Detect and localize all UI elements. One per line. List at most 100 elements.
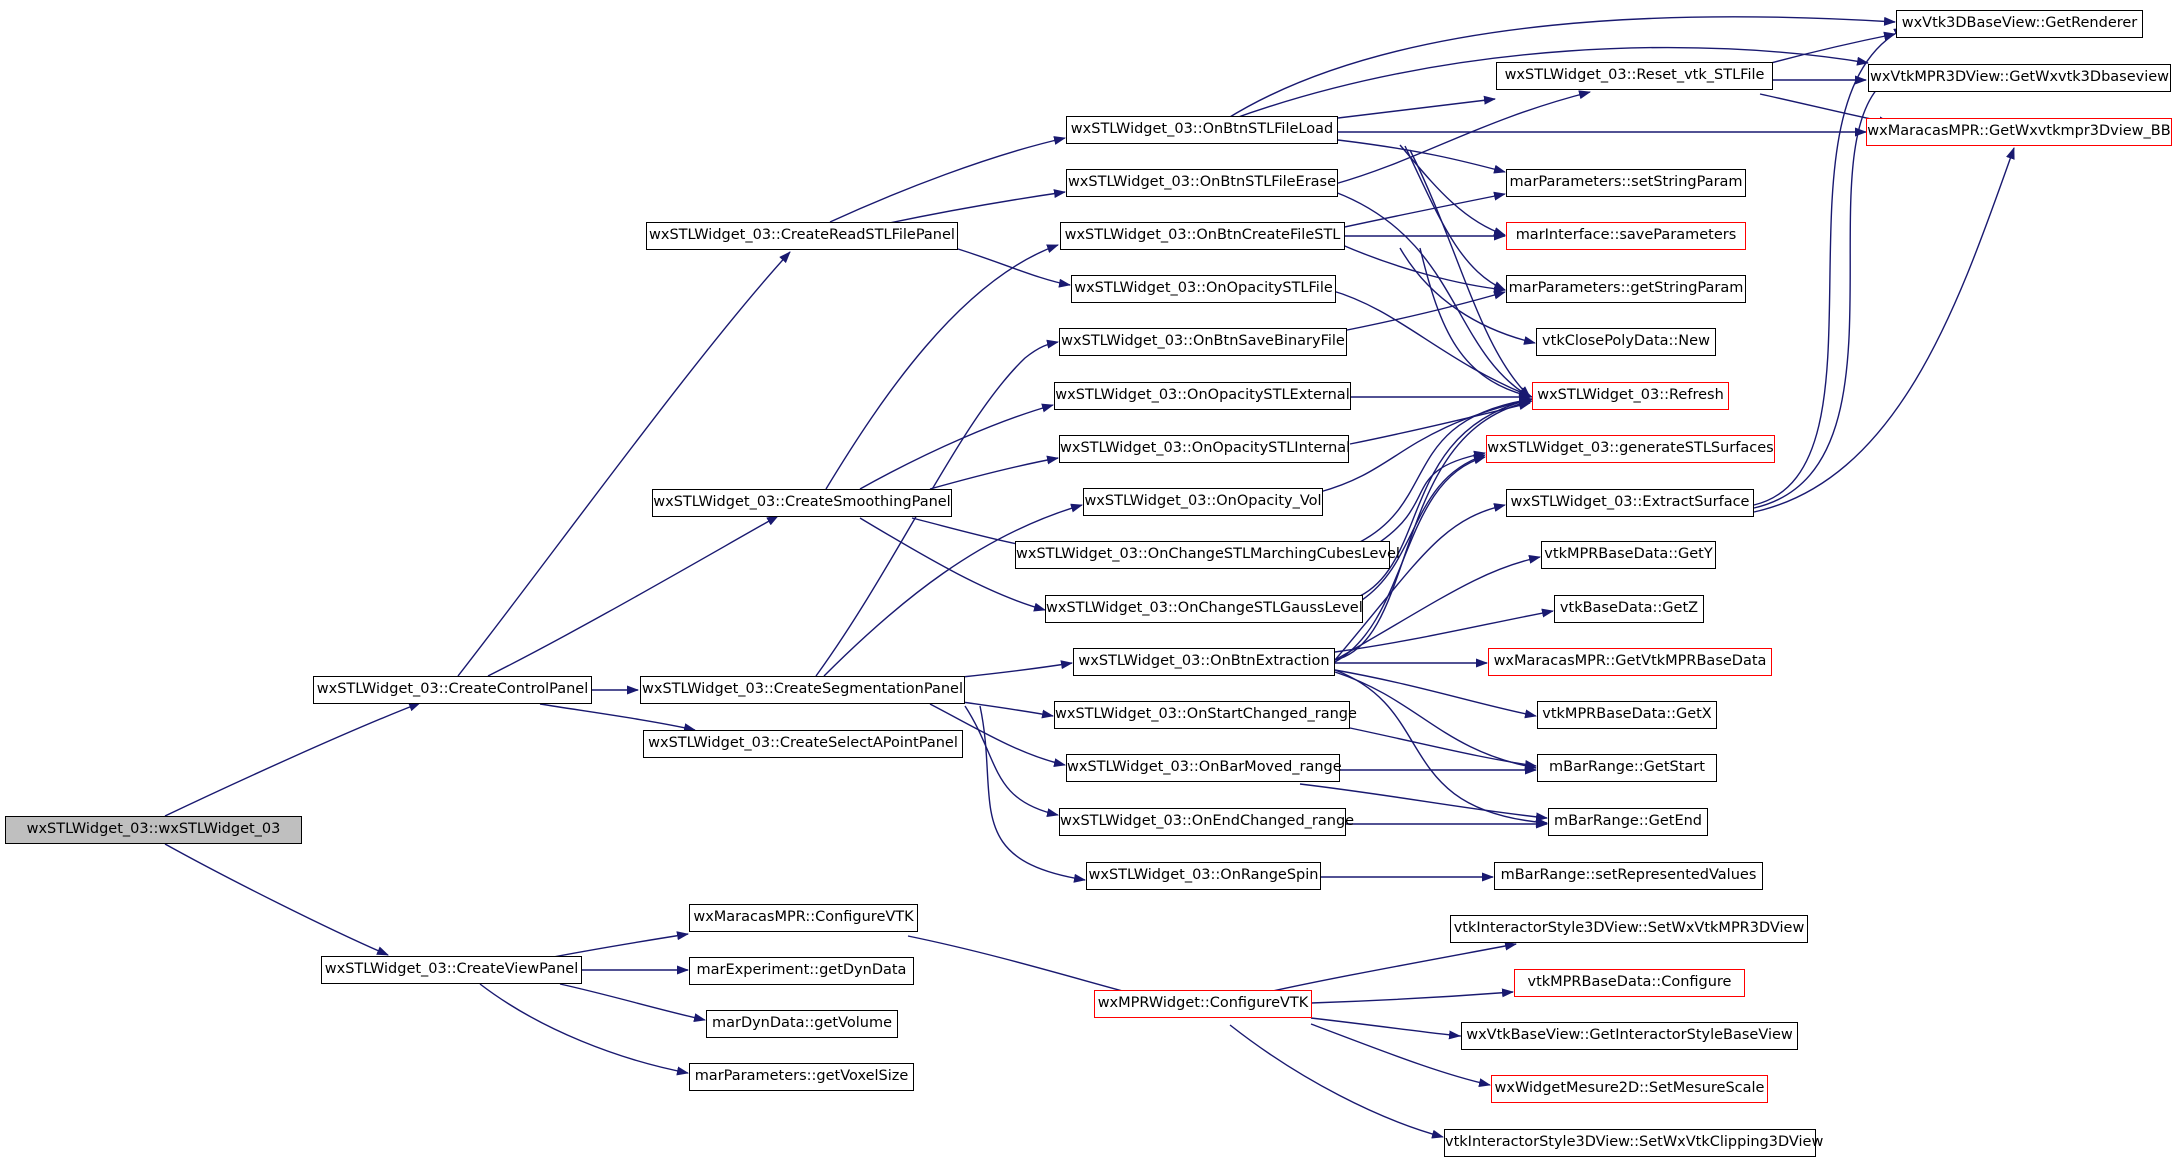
node-setwxvtkclipping3dview[interactable]: vtkInteractorStyle3DView::SetWxVtkClippi… [1444, 1129, 1823, 1157]
node-generatestlsurfaces[interactable]: wxSTLWidget_03::generateSTLSurfaces [1486, 435, 1775, 463]
node-onchangestlmarchingcubeslevel[interactable]: wxSTLWidget_03::OnChangeSTLMarchingCubes… [1015, 541, 1400, 569]
node-getrenderer[interactable]: wxVtk3DBaseView::GetRenderer [1896, 10, 2143, 38]
edge-savebinaryfile-getstringparam [1321, 290, 1506, 336]
node-mprbasedataconfigure[interactable]: vtkMPRBaseData::Configure [1514, 969, 1745, 997]
edge-resetvtkstlfile-getrenderer [1759, 31, 1896, 67]
node-getvolume[interactable]: marDynData::getVolume [706, 1010, 898, 1038]
edge-load-setstringparam [1337, 139, 1506, 174]
edge-viewpanel-mprconfigurevtk [547, 931, 689, 959]
node-extractsurface[interactable]: wxSTLWidget_03::ExtractSurface [1506, 489, 1754, 517]
node-getdyndata[interactable]: marExperiment::getDynData [689, 957, 914, 985]
node-gety[interactable]: vtkMPRBaseData::GetY [1541, 541, 1716, 569]
edge-extraction-getx [1334, 669, 1537, 719]
edge-segmentation-onbarmovedrange [929, 703, 1066, 768]
edge-createfilestl-vtkclosepolydatanew [1399, 247, 1536, 345]
edge-extractsurface-getwxvtkmpr3dviewbb [1753, 147, 2015, 513]
node-onopacitystlexternal[interactable]: wxSTLWidget_03::OnOpacitySTLExternal [1054, 382, 1351, 410]
edge-startchanged-getstart [1349, 727, 1537, 769]
edge-smoothing-onchangestlgausslevel [859, 517, 1046, 612]
node-mprconfigurevtk[interactable]: wxMaracasMPR::ConfigureVTK [689, 904, 918, 932]
node-getend[interactable]: mBarRange::GetEnd [1548, 808, 1708, 836]
node-refresh[interactable]: wxSTLWidget_03::Refresh [1532, 382, 1729, 410]
node-createviewpanel[interactable]: wxSTLWidget_03::CreateViewPanel [321, 956, 582, 984]
edge-extractsurface-getrenderer [1753, 27, 1906, 506]
edge-load-resetvtkstlfile [1337, 95, 1496, 119]
node-onopacityvol[interactable]: wxSTLWidget_03::OnOpacity_Vol [1083, 488, 1323, 516]
edge-marchingcubes-refresh [1359, 396, 1533, 543]
edge-extraction-extractsurface [1334, 503, 1506, 661]
edge-segmentation-onbtnsavebinaryfile [815, 339, 1059, 677]
node-createreadstlfilepanel[interactable]: wxSTLWidget_03::CreateReadSTLFilePanel [646, 222, 958, 250]
edge-extraction-getend [1334, 669, 1548, 827]
edge-wxmprwidget-setwxvtkclipping3dview [1229, 1024, 1444, 1139]
edge-createfilestl-setstringparam [1339, 191, 1506, 229]
node-setstringparam[interactable]: marParameters::setStringParam [1506, 169, 1746, 197]
edge-root-createcontrolpanel [164, 702, 421, 817]
node-createselectapointpanel[interactable]: wxSTLWidget_03::CreateSelectAPointPanel [643, 730, 963, 758]
edge-extraction-gety [1334, 554, 1541, 661]
edge-root-createviewpanel [164, 843, 389, 956]
edge-load-getrenderer [1224, 16, 1896, 121]
edge-extractsurface-getwxvtk3dbaseview [1753, 79, 1887, 509]
node-wxmprwidgetconfigurevtk[interactable]: wxMPRWidget::ConfigureVTK [1094, 990, 1312, 1018]
node-onbtnextraction[interactable]: wxSTLWidget_03::OnBtnExtraction [1073, 648, 1335, 676]
edge-createfilestl-refresh [1419, 247, 1533, 399]
edge-controlpanel-readstlfilepanel [457, 251, 791, 677]
edge-readpanel-onbtnstlfileload [829, 136, 1066, 223]
edge-readpanel-onopacitystlfile [957, 248, 1071, 288]
node-onbtnstlfileload[interactable]: wxSTLWidget_03::OnBtnSTLFileLoad [1066, 116, 1338, 144]
node-onbtnsavebinaryfile[interactable]: wxSTLWidget_03::OnBtnSaveBinaryFile [1059, 328, 1347, 356]
node-onendchangedrange[interactable]: wxSTLWidget_03::OnEndChanged_range [1059, 808, 1354, 836]
node-getvoxelsize[interactable]: marParameters::getVoxelSize [689, 1063, 914, 1091]
edge-gauss-generatestlsurfaces [1361, 454, 1486, 601]
node-setrepresentedvalues[interactable]: mBarRange::setRepresentedValues [1494, 862, 1763, 890]
node-onbtnstlfileerase[interactable]: wxSTLWidget_03::OnBtnSTLFileErase [1066, 169, 1338, 197]
node-createsmoothingpanel[interactable]: wxSTLWidget_03::CreateSmoothingPanel [652, 489, 952, 517]
edge-wxmprwidget-getinteractorstylebaseview-line [1310, 1017, 1461, 1040]
node-onstartchangedrange[interactable]: wxSTLWidget_03::OnStartChanged_range [1054, 701, 1357, 729]
node-saveparameters[interactable]: marInterface::saveParameters [1506, 222, 1746, 250]
node-onchangestlgausslevel[interactable]: wxSTLWidget_03::OnChangeSTLGaussLevel [1045, 595, 1363, 623]
node-vtkclosepolydatanew[interactable]: vtkClosePolyData::New [1536, 328, 1716, 356]
edge-marchingcubes-generatestlsurfaces [1379, 450, 1486, 543]
edge-load-getstringparam [1404, 145, 1506, 291]
edge-segmentation-onopacityvol [823, 503, 1083, 677]
node-getwxvtkmpr3dviewbb[interactable]: wxMaracasMPR::GetWxvtkmpr3Dview_BB [1866, 118, 2172, 146]
node-onbarmovedrange[interactable]: wxSTLWidget_03::OnBarMoved_range [1066, 754, 1342, 782]
node-getstringparam[interactable]: marParameters::getStringParam [1506, 275, 1746, 303]
edge-gauss-refresh [1359, 397, 1533, 597]
edge-extraction-getz [1334, 608, 1554, 653]
edge-controlpanel-smoothingpanel [487, 515, 779, 677]
node-resetvtkstlfile[interactable]: wxSTLWidget_03::Reset_vtk_STLFile [1496, 62, 1773, 90]
edge-wxmprwidget-setwxvtkmpr3dview [1254, 941, 1517, 996]
edge-controlpanel-selectapointpanel [539, 703, 696, 733]
edge-extraction-refresh [1334, 398, 1533, 661]
edge-createfilestl-getstringparam [1339, 243, 1506, 294]
node-createsegmentationpanel[interactable]: wxSTLWidget_03::CreateSegmentationPanel [640, 676, 965, 704]
edge-wxmprwidget-mprbasedataconfigure [1310, 988, 1514, 1004]
node-getvtkmprbasedata[interactable]: wxMaracasMPR::GetVtkMPRBaseData [1488, 648, 1772, 676]
node-setwxvtkmpr3dview[interactable]: vtkInteractorStyle3DView::SetWxVtkMPR3DV… [1450, 915, 1808, 943]
node-getstart[interactable]: mBarRange::GetStart [1537, 754, 1717, 782]
edge-segmentation-onendchangedrange [964, 705, 1059, 818]
node-createcontrolpanel[interactable]: wxSTLWidget_03::CreateControlPanel [313, 676, 592, 704]
node-getwxvtk3dbaseview[interactable]: wxVtkMPR3DView::GetWxvtk3Dbaseview [1868, 64, 2171, 92]
node-onopacitystlfile[interactable]: wxSTLWidget_03::OnOpacitySTLFile [1071, 275, 1336, 303]
node-onopacitystlinternal[interactable]: wxSTLWidget_03::OnOpacitySTLInternal [1059, 435, 1350, 463]
node-onrangespin[interactable]: wxSTLWidget_03::OnRangeSpin [1086, 862, 1321, 890]
node-getinteractorstylebaseview[interactable]: wxVtkBaseView::GetInteractorStyleBaseVie… [1461, 1022, 1798, 1050]
edge-opacitystlfile-refresh [1329, 289, 1533, 398]
edge-viewpanel-getvolume [559, 983, 706, 1023]
edge-smoothing-onopacitystlinternal [929, 455, 1059, 490]
edge-smoothing-onopacitystlexternal [859, 403, 1054, 490]
edge-readpanel-onbtnstlfileerase [874, 189, 1066, 227]
node-getz[interactable]: vtkBaseData::GetZ [1554, 595, 1704, 623]
edge-segmentation-onbtnextraction [961, 660, 1073, 678]
node-setmesurescale[interactable]: wxWidgetMesure2D::SetMesureScale [1491, 1075, 1768, 1103]
edge-load-refresh [1409, 149, 1531, 398]
node-onbtncreatefilestl[interactable]: wxSTLWidget_03::OnBtnCreateFileSTL [1060, 222, 1345, 250]
node-getx[interactable]: vtkMPRBaseData::GetX [1537, 701, 1717, 729]
edge-extraction-generatestlsurfaces [1334, 455, 1486, 663]
edge-smoothing-onbtncreatefilestl [825, 244, 1059, 490]
